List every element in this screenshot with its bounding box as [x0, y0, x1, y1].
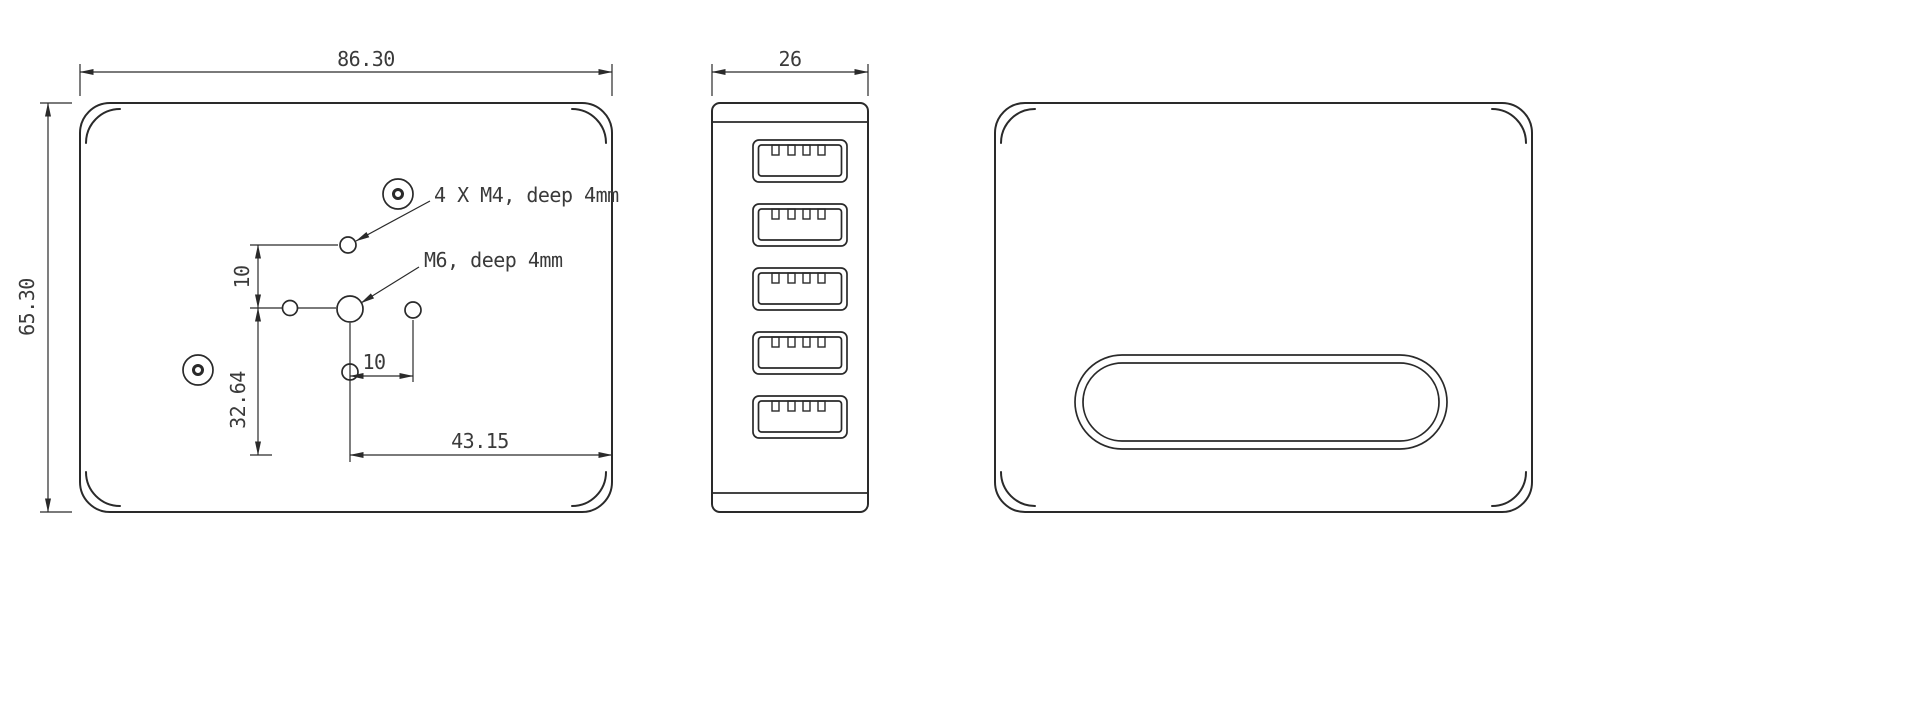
usb-pin-1 — [771, 272, 780, 284]
usb-port — [752, 203, 848, 247]
dim-m4-offset-horizontal-label: 10 — [362, 350, 385, 374]
dim-front-width-label: 86.30 — [337, 47, 395, 71]
dim-front-height-label: 65.30 — [15, 278, 39, 336]
front-view: 86.30 65.30 10 32.64 10 43.15 4 X M4 — [15, 47, 620, 513]
usb-port — [752, 395, 848, 439]
usb-port — [752, 139, 848, 183]
front-corner-fillet-br — [571, 471, 607, 507]
usb-pin-2 — [787, 272, 796, 284]
dim-center-vertical-label: 32.64 — [226, 371, 250, 429]
counterbore-hole-bottom-center — [192, 364, 204, 376]
front-corner-fillet-bl — [85, 471, 121, 507]
usb-pin-1 — [771, 144, 780, 156]
usb-ports — [752, 139, 848, 439]
usb-pin-1 — [771, 208, 780, 220]
side-view: 26 — [711, 47, 869, 513]
usb-pin-3 — [802, 144, 811, 156]
counterbore-hole-bottom — [182, 354, 214, 386]
usb-pin-4 — [817, 144, 826, 156]
usb-pin-3 — [802, 272, 811, 284]
slot-inner — [1082, 362, 1440, 442]
usb-pin-2 — [787, 144, 796, 156]
usb-pin-4 — [817, 400, 826, 412]
usb-pin-2 — [787, 400, 796, 412]
usb-pin-2 — [787, 208, 796, 220]
usb-pin-1 — [771, 400, 780, 412]
usb-pin-3 — [802, 208, 811, 220]
back-corner-fillet-br — [1491, 471, 1527, 507]
usb-port-inner — [757, 336, 843, 369]
usb-pin-4 — [817, 208, 826, 220]
counterbore-hole-top-center — [392, 188, 404, 200]
usb-port-outer — [752, 139, 848, 183]
usb-pin-2 — [787, 336, 796, 348]
usb-port — [752, 267, 848, 311]
usb-port-outer — [752, 267, 848, 311]
front-callouts: 4 X M4, deep 4mm M6, deep 4mm — [355, 183, 620, 304]
usb-port-inner — [757, 272, 843, 305]
usb-port-outer — [752, 331, 848, 375]
usb-port-outer — [752, 395, 848, 439]
slot-outer — [1074, 354, 1448, 450]
back-corner-fillet-tr — [1491, 108, 1527, 144]
usb-pin-4 — [817, 336, 826, 348]
dim-m4-offset-vertical-label: 10 — [230, 265, 254, 288]
dim-side-depth-label: 26 — [778, 47, 801, 71]
front-holes — [182, 178, 422, 386]
usb-port-inner — [757, 208, 843, 241]
height-extension-lines — [40, 102, 72, 513]
front-corner-fillet-tl — [85, 108, 121, 144]
m4-hole-left — [281, 299, 299, 317]
usb-pin-4 — [817, 272, 826, 284]
m4-hole-right — [404, 301, 422, 319]
counterbore-hole-top — [382, 178, 414, 210]
back-view — [994, 102, 1533, 513]
usb-port-inner — [757, 144, 843, 177]
dim-center-horizontal-label: 43.15 — [451, 429, 509, 453]
front-dimensions: 86.30 65.30 10 32.64 10 43.15 — [15, 47, 613, 513]
usb-pin-1 — [771, 336, 780, 348]
front-corner-fillet-tr — [571, 108, 607, 144]
m6-leader-line — [360, 266, 420, 304]
callout-m4-holes-label: 4 X M4, deep 4mm — [434, 183, 619, 207]
usb-pin-3 — [802, 336, 811, 348]
usb-port-outer — [752, 203, 848, 247]
back-outline — [994, 102, 1533, 513]
m4-hole-top — [339, 236, 357, 254]
usb-port-inner — [757, 400, 843, 433]
side-outline — [711, 102, 869, 513]
callout-m6-hole-label: M6, deep 4mm — [424, 248, 563, 272]
usb-port — [752, 331, 848, 375]
back-corner-fillet-tl — [1000, 108, 1036, 144]
front-outline — [79, 102, 613, 513]
m6-hole-center — [336, 295, 364, 323]
back-corner-fillet-bl — [1000, 471, 1036, 507]
usb-pin-3 — [802, 400, 811, 412]
m4-leader-line — [355, 200, 431, 242]
